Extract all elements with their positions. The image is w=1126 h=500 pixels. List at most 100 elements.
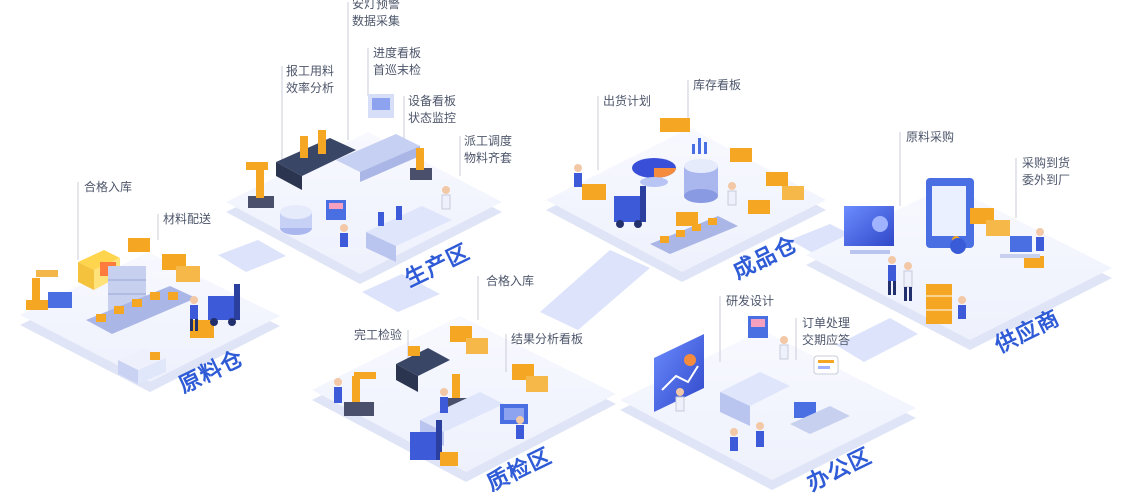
connector-production-quality [362, 274, 440, 312]
monitor-board-icon [368, 94, 394, 118]
cylinder-tank-icon [684, 159, 718, 203]
monitor-screen-icon [844, 206, 894, 254]
bar-chart-hologram-icon [692, 138, 707, 154]
callout-line: 出货计划 [603, 94, 652, 108]
worker-icon [727, 182, 737, 206]
worker-icon [903, 262, 913, 301]
platform-finished-goods [546, 128, 826, 282]
callout-line: 首巡末检 [373, 63, 422, 77]
forklift-icon [410, 420, 458, 466]
worker-icon [441, 186, 451, 210]
workstation-icon [366, 206, 452, 262]
worker-icon [334, 378, 342, 403]
callout-qualified-raw: 合格入库 [84, 179, 132, 196]
conveyor-belt [650, 216, 738, 254]
box-stack-icon [450, 326, 548, 392]
callout-line: 合格入库 [486, 274, 535, 288]
callout-device: 设备看板 状态监控 [408, 93, 456, 127]
storage-tank-icon [280, 205, 312, 235]
dollar-coin-icon [950, 238, 966, 254]
office-equipment [654, 316, 850, 451]
worker-icon [340, 224, 348, 247]
robot-arm-icon [246, 162, 274, 208]
connector-raw-production [218, 240, 286, 272]
conveyor-belt [86, 286, 196, 334]
callout-line: 效率分析 [286, 81, 335, 95]
callout-line: 设备看板 [408, 94, 457, 108]
callout-line: 合格入库 [84, 180, 133, 194]
callout-line: 完工检验 [354, 328, 403, 342]
callout-andeng: 安灯预警 数据采集 [352, 0, 400, 30]
production-equipment [246, 94, 452, 262]
bookshelf-icon [926, 284, 952, 324]
worker-icon [190, 296, 198, 331]
quality-equipment [334, 326, 548, 466]
connectors [218, 224, 918, 362]
platform-production [226, 132, 502, 284]
tablet-document-icon [926, 178, 974, 248]
callout-line: 派工调度 [464, 134, 513, 148]
callout-line: 委外到厂 [1022, 173, 1071, 187]
connector-quality-finished [540, 250, 650, 330]
lab-workstation-icon [720, 316, 790, 426]
inspection-station-icon [396, 346, 450, 392]
worker-icon [888, 256, 896, 295]
box-stack-icon [582, 118, 804, 226]
callout-ship-plan: 出货计划 [603, 93, 651, 110]
analytics-screen-icon [654, 334, 704, 412]
callout-result-board: 结果分析看板 [511, 331, 583, 348]
callout-purchase: 原料采购 [906, 129, 954, 146]
callout-line: 安灯预警 [352, 0, 401, 11]
connector-finished-supplier [790, 224, 858, 256]
raw-material-equipment [26, 238, 240, 384]
callout-finish-check: 完工检验 [354, 327, 402, 344]
callout-stock-board: 库存看板 [693, 77, 741, 94]
callout-line: 状态监控 [408, 111, 457, 125]
callout-dispatch: 派工调度 物料齐套 [464, 133, 512, 167]
supplier-equipment [844, 178, 1044, 324]
assembly-machine-icon [276, 130, 356, 190]
forklift-icon [614, 186, 646, 228]
callout-qualified-qc: 合格入库 [486, 273, 534, 290]
delivery-truck-icon [118, 348, 166, 384]
robot-arm-icon [410, 148, 432, 180]
dashboard-screen-icon [326, 200, 346, 220]
callout-line: 数据采集 [352, 14, 401, 28]
conveyor-line [336, 134, 420, 182]
callout-line: 物料齐套 [464, 151, 513, 165]
callout-line: 结果分析看板 [511, 332, 584, 346]
callout-line: 库存看板 [693, 78, 742, 92]
pie-chart-hologram-icon [632, 158, 676, 187]
worker-icon [1036, 228, 1044, 251]
chat-bubble-icon [813, 355, 839, 375]
worker-icon [516, 416, 524, 439]
callout-arrival: 采购到货 委外到厂 [1022, 155, 1070, 189]
box-stack-icon [970, 208, 1044, 268]
callout-line: 订单处理 [802, 316, 851, 330]
callout-rnd: 研发设计 [726, 293, 774, 310]
robot-arm-icon [26, 270, 72, 310]
callout-order: 订单处理 交期应答 [802, 315, 850, 349]
worker-icon [756, 422, 764, 447]
robot-arm-icon [344, 372, 376, 416]
worker-icon [730, 428, 738, 451]
callout-line: 材料配送 [163, 212, 212, 226]
forklift-icon [208, 284, 240, 326]
callout-report: 报工用料 效率分析 [286, 63, 334, 97]
desk-computer-icon [790, 402, 850, 434]
callout-line: 采购到货 [1022, 156, 1071, 170]
worker-icon [574, 164, 582, 187]
callout-material-delivery: 材料配送 [163, 211, 211, 228]
connector-office-supplier [836, 318, 918, 362]
worker-icon [440, 388, 448, 413]
callout-lines [77, 2, 1017, 372]
worker-icon [779, 336, 789, 360]
worker-icon [675, 388, 685, 412]
callout-line: 研发设计 [726, 294, 775, 308]
callout-line: 进度看板 [373, 46, 422, 60]
desk-computer-icon [1000, 236, 1040, 258]
callout-line: 交期应答 [802, 333, 851, 347]
callout-progress: 进度看板 首巡末检 [373, 45, 421, 79]
callout-line: 原料采购 [906, 130, 955, 144]
